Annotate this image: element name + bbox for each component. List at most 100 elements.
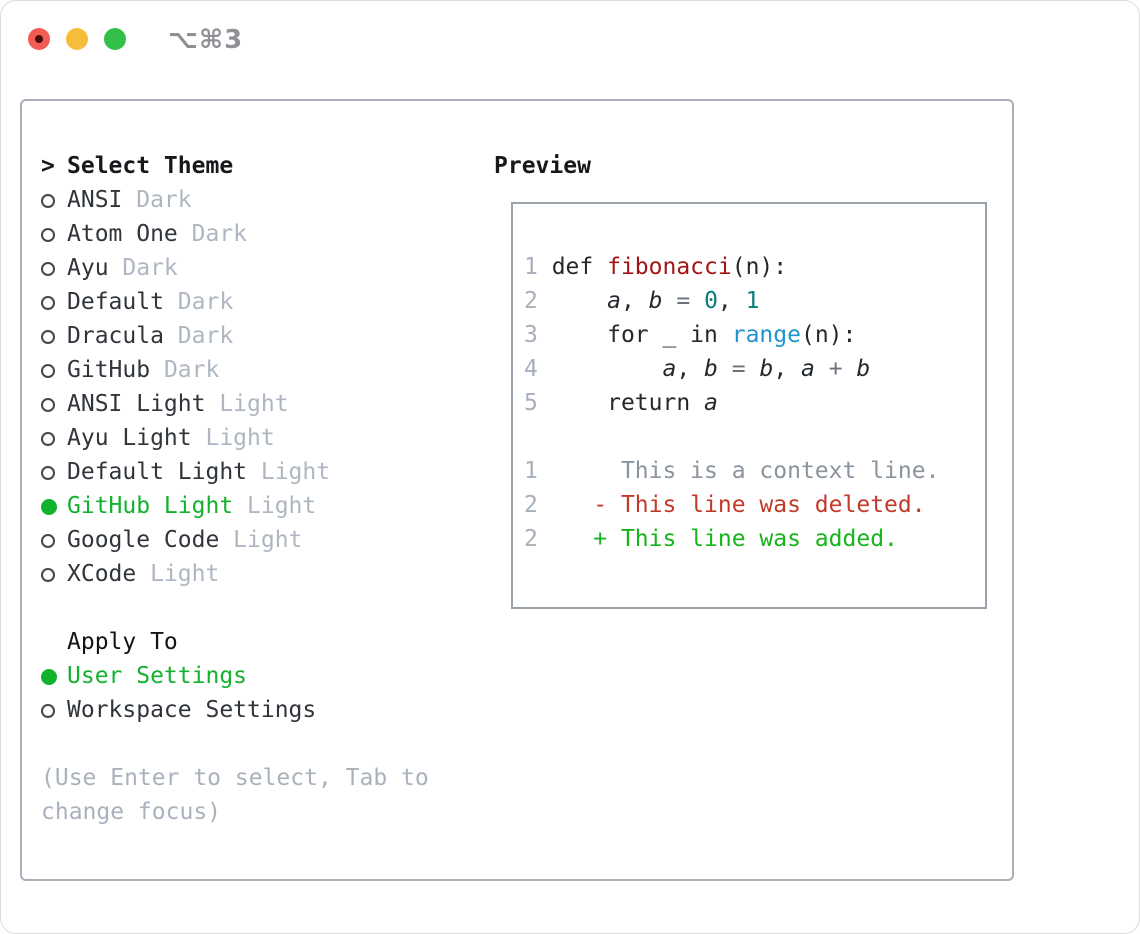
theme-variant-label: Light	[136, 561, 220, 587]
theme-variant-label: Light	[205, 391, 289, 417]
radio-icon	[41, 398, 55, 412]
token-var: b	[759, 356, 774, 382]
option-label: ANSI Light	[67, 391, 206, 417]
select-theme-header: > Select Theme	[41, 149, 494, 183]
spacer	[41, 591, 494, 625]
line-number: 1	[524, 254, 552, 280]
select-theme-title: Select Theme	[67, 153, 234, 179]
radio-icon	[41, 568, 55, 582]
theme-variant-label: Dark	[163, 289, 234, 315]
theme-option-ayu-light[interactable]: Ayu Light Light	[41, 421, 494, 455]
theme-variant-label: Dark	[150, 357, 220, 383]
help-text-line-2: change focus)	[41, 799, 222, 825]
token-code: (n):	[731, 254, 788, 280]
code-line: 1 This is a context line.	[524, 454, 985, 488]
spacer	[41, 727, 494, 761]
radio-icon	[41, 228, 55, 242]
radio-icon	[41, 432, 55, 446]
theme-variant-label: Dark	[177, 221, 248, 247]
radio-icon	[41, 296, 55, 310]
theme-option-github-light[interactable]: GitHub Light Light	[41, 489, 494, 523]
theme-option-default[interactable]: Default Dark	[41, 285, 494, 319]
token-code	[552, 288, 607, 314]
line-number: 2	[524, 492, 552, 518]
minimize-button[interactable]	[66, 28, 88, 50]
option-label: XCode	[67, 561, 137, 587]
apply-option-workspace-settings[interactable]: Workspace Settings	[41, 693, 494, 727]
option-label: Default	[67, 289, 164, 315]
token-num: 0	[704, 288, 718, 314]
line-number: 2	[524, 526, 552, 552]
radio-icon	[41, 194, 55, 208]
option-label: Atom One	[67, 221, 178, 247]
theme-option-github[interactable]: GitHub Dark	[41, 353, 494, 387]
radio-selected-icon	[41, 669, 57, 685]
option-label: ANSI	[67, 187, 123, 213]
code-line-blank	[524, 420, 985, 454]
token-code: ,	[773, 356, 802, 382]
code-line: 4 a, b = b, a + b	[524, 352, 985, 386]
theme-option-ayu[interactable]: Ayu Dark	[41, 251, 494, 285]
token-code: def	[551, 254, 608, 280]
token-var: a	[704, 390, 718, 416]
theme-option-ansi[interactable]: ANSI Dark	[41, 183, 494, 217]
code-line: 5 return a	[524, 386, 985, 420]
prompt-icon: >	[41, 153, 55, 179]
token-code: ,	[676, 356, 705, 382]
token-var: b	[648, 288, 663, 314]
option-label: Ayu	[67, 255, 109, 281]
token-builtin: range	[731, 322, 801, 348]
token-code: for _ in	[551, 322, 732, 348]
option-label: GitHub Light	[67, 493, 234, 519]
theme-variant-label: Dark	[163, 323, 234, 349]
token-op: =	[662, 288, 705, 314]
token-code: return	[551, 390, 705, 416]
line-number: 2	[524, 288, 552, 314]
option-label: Default Light	[67, 459, 248, 485]
option-label: GitHub	[67, 357, 151, 383]
token-var: b	[704, 356, 718, 382]
line-number: 5	[524, 390, 552, 416]
theme-variant-label: Light	[247, 459, 331, 485]
code-line: 2 - This line was deleted.	[524, 488, 985, 522]
token-var: a	[801, 356, 815, 382]
token-code: ,	[717, 288, 746, 314]
theme-variant-label: Dark	[122, 187, 192, 213]
apply-option-user-settings[interactable]: User Settings	[41, 659, 494, 693]
close-button[interactable]	[28, 28, 50, 50]
theme-option-google-code[interactable]: Google Code Light	[41, 523, 494, 557]
option-label: Ayu Light	[67, 425, 192, 451]
token-func: fibonacci	[607, 254, 732, 280]
line-number: 1	[524, 458, 552, 484]
close-dot-icon	[35, 35, 43, 43]
apply-to-title: Apply To	[67, 629, 178, 655]
preview-column: Preview 1 def fibonacci(n):2 a, b = 0, 1…	[494, 149, 992, 879]
option-label: User Settings	[67, 663, 248, 689]
theme-option-atom-one[interactable]: Atom One Dark	[41, 217, 494, 251]
token-var: a	[662, 356, 677, 382]
radio-icon	[41, 262, 55, 276]
zoom-button[interactable]	[104, 28, 126, 50]
line-number: 4	[524, 356, 552, 382]
theme-option-xcode[interactable]: XCode Light	[41, 557, 494, 591]
theme-variant-label: Light	[219, 527, 303, 553]
theme-option-dracula[interactable]: Dracula Dark	[41, 319, 494, 353]
token-del: - This line was deleted.	[551, 492, 926, 518]
radio-icon	[41, 534, 55, 548]
option-label: Workspace Settings	[67, 697, 317, 723]
window-title: ⌥⌘3	[168, 25, 244, 55]
option-label: Google Code	[67, 527, 220, 553]
radio-icon	[41, 330, 55, 344]
theme-option-default-light[interactable]: Default Light Light	[41, 455, 494, 489]
token-add: + This line was added.	[551, 526, 898, 552]
theme-option-ansi-light[interactable]: ANSI Light Light	[41, 387, 494, 421]
token-op: =	[717, 356, 760, 382]
option-label: Dracula	[67, 323, 164, 349]
radio-selected-icon	[41, 499, 57, 515]
radio-icon	[41, 466, 55, 480]
